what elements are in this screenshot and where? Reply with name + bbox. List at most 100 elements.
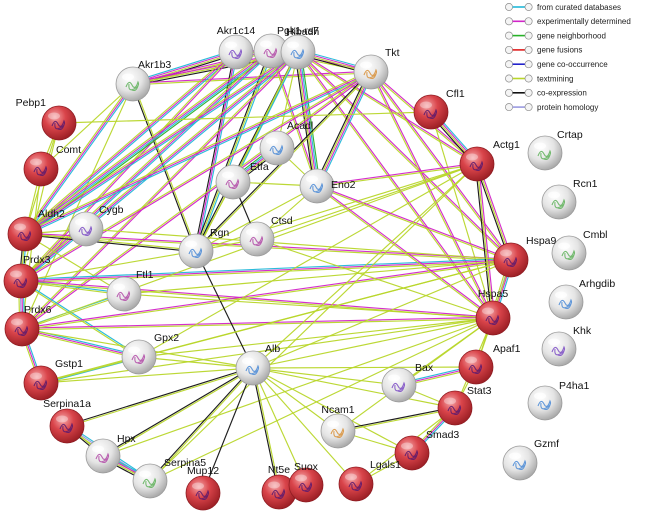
node-apaf1[interactable]: Apaf1 bbox=[458, 343, 521, 385]
edge-pgk1-rs7-aldh2 bbox=[23, 50, 300, 236]
node-serpina5[interactable]: Serpina5 bbox=[132, 457, 206, 499]
node-nt5e[interactable]: Nt5e bbox=[261, 464, 297, 510]
protein-structure-icon bbox=[142, 477, 157, 489]
node-serpina1a[interactable]: Serpina1a bbox=[43, 398, 91, 444]
protein-structure-icon bbox=[423, 108, 438, 120]
edge-line-textmining bbox=[297, 52, 511, 261]
node-arhgdib[interactable]: Arhgdib bbox=[548, 278, 615, 320]
edge-line-textmining bbox=[19, 49, 271, 281]
edge-line-textmining bbox=[102, 317, 494, 457]
legend-item-cooccurrence: gene co-occurrence bbox=[505, 60, 608, 69]
edge-gstp1-alb bbox=[40, 367, 254, 384]
node-p4ha1[interactable]: P4ha1 bbox=[527, 380, 590, 421]
node-cfl1[interactable]: Cfl1 bbox=[413, 88, 465, 130]
node-ncam1[interactable]: Ncam1 bbox=[320, 404, 356, 449]
node-label: Gstp1 bbox=[55, 358, 83, 370]
node-stat3[interactable]: Stat3 bbox=[437, 385, 492, 426]
node-highlight bbox=[555, 291, 567, 299]
node-cmbl[interactable]: Cmbl bbox=[551, 229, 608, 271]
node-highlight bbox=[360, 61, 372, 69]
node-sphere bbox=[541, 331, 577, 367]
node-sphere bbox=[502, 445, 538, 481]
node-crtap[interactable]: Crtap bbox=[527, 129, 583, 171]
edge-line-textmining bbox=[149, 317, 494, 482]
node-ctsd[interactable]: Ctsd bbox=[239, 215, 293, 257]
node-highlight bbox=[401, 442, 413, 450]
edge-hspa9-gpx2 bbox=[138, 259, 512, 358]
node-actg1[interactable]: Actg1 bbox=[459, 139, 520, 182]
node-highlight bbox=[30, 372, 42, 380]
edge-alb-bax bbox=[252, 367, 400, 386]
edge-line-textmining bbox=[21, 260, 512, 284]
node-pgk1-rs7[interactable]: Pgk1-rs7 bbox=[277, 25, 319, 70]
node-khk[interactable]: Khk bbox=[541, 325, 592, 367]
node-highlight bbox=[122, 73, 134, 81]
node-pebp1[interactable]: Pebp1 bbox=[16, 97, 77, 141]
legend-item-textmining: textmining bbox=[505, 74, 573, 83]
protein-structure-icon bbox=[13, 277, 28, 289]
node-sphere bbox=[215, 164, 251, 200]
edge-line-textmining bbox=[256, 163, 478, 240]
edge-stat3-ncam1 bbox=[337, 406, 456, 433]
edge-line-textmining bbox=[103, 368, 254, 458]
edge-alb-suox bbox=[252, 367, 307, 486]
node-alb[interactable]: Alb bbox=[235, 343, 280, 386]
node-lgals1[interactable]: Lgals1 bbox=[338, 459, 401, 502]
protein-structure-icon bbox=[249, 235, 264, 247]
edge-line-experimental bbox=[477, 163, 496, 318]
node-hspa9[interactable]: Hspa9 bbox=[493, 235, 557, 278]
node-rcn1[interactable]: Rcn1 bbox=[541, 178, 598, 220]
edge-line-coexpression bbox=[474, 164, 493, 319]
node-highlight bbox=[113, 283, 125, 291]
node-akr1b3[interactable]: Akr1b3 bbox=[115, 59, 171, 102]
node-rgn[interactable]: Rgn bbox=[178, 227, 229, 269]
node-gstp1[interactable]: Gstp1 bbox=[23, 358, 83, 401]
node-aldh2[interactable]: Aldh2 bbox=[7, 208, 65, 252]
node-gpx2[interactable]: Gpx2 bbox=[121, 332, 179, 375]
node-mup12[interactable]: Mup12 bbox=[185, 465, 221, 511]
node-label: Tkt bbox=[385, 47, 400, 59]
node-ftl1[interactable]: Ftl1 bbox=[106, 269, 154, 312]
edge-alb-smad3 bbox=[252, 367, 413, 454]
node-label: Ncam1 bbox=[321, 404, 354, 416]
edge-line-textmining bbox=[23, 82, 133, 234]
node-highlight bbox=[48, 112, 60, 120]
node-cygb[interactable]: Cygb bbox=[68, 204, 124, 247]
node-label: Gpx2 bbox=[154, 332, 179, 344]
node-acadl[interactable]: Acadl bbox=[259, 120, 313, 166]
node-etfa[interactable]: Etfa bbox=[215, 161, 269, 200]
node-hpx[interactable]: Hpx bbox=[85, 433, 136, 474]
node-label: Prdx6 bbox=[24, 304, 52, 316]
node-sphere bbox=[68, 211, 104, 247]
node-comt[interactable]: Comt bbox=[23, 144, 81, 187]
edge-line-experimental bbox=[20, 51, 299, 282]
node-highlight bbox=[10, 270, 22, 278]
node-highlight bbox=[260, 40, 272, 48]
node-tkt[interactable]: Tkt bbox=[353, 47, 400, 90]
node-label: Cmbl bbox=[583, 229, 608, 241]
node-akr1c14[interactable]: Akr1c14 bbox=[217, 25, 256, 70]
node-eno2[interactable]: Eno2 bbox=[299, 168, 356, 204]
node-prdx6[interactable]: Prdx6 bbox=[4, 304, 52, 347]
node-bax[interactable]: Bax bbox=[381, 362, 434, 403]
protein-structure-icon bbox=[348, 480, 363, 492]
edge-prdx3-hspa9 bbox=[20, 257, 512, 284]
edge-line-experimental bbox=[317, 184, 494, 318]
legend-item-homology: protein homology bbox=[505, 103, 598, 112]
edge-hspa5-ncam1 bbox=[337, 317, 494, 432]
edge-line-textmining bbox=[20, 250, 197, 282]
node-prdx3[interactable]: Prdx3 bbox=[3, 254, 51, 299]
node-sphere bbox=[185, 475, 221, 511]
node-label: Aldh2 bbox=[38, 208, 65, 220]
node-suox[interactable]: Suox bbox=[288, 461, 324, 503]
edge-line-textmining bbox=[369, 72, 511, 261]
node-sphere bbox=[541, 184, 577, 220]
node-smad3[interactable]: Smad3 bbox=[394, 429, 459, 471]
protein-structure-icon bbox=[195, 489, 210, 501]
node-label: Pgk1-rs7 bbox=[277, 25, 319, 37]
edge-alb-mup12 bbox=[202, 367, 254, 494]
node-label: Akr1c14 bbox=[217, 25, 256, 37]
node-gzmf[interactable]: Gzmf bbox=[502, 438, 559, 481]
node-highlight bbox=[11, 318, 23, 326]
node-hspa5[interactable]: Hspa5 bbox=[475, 288, 511, 336]
